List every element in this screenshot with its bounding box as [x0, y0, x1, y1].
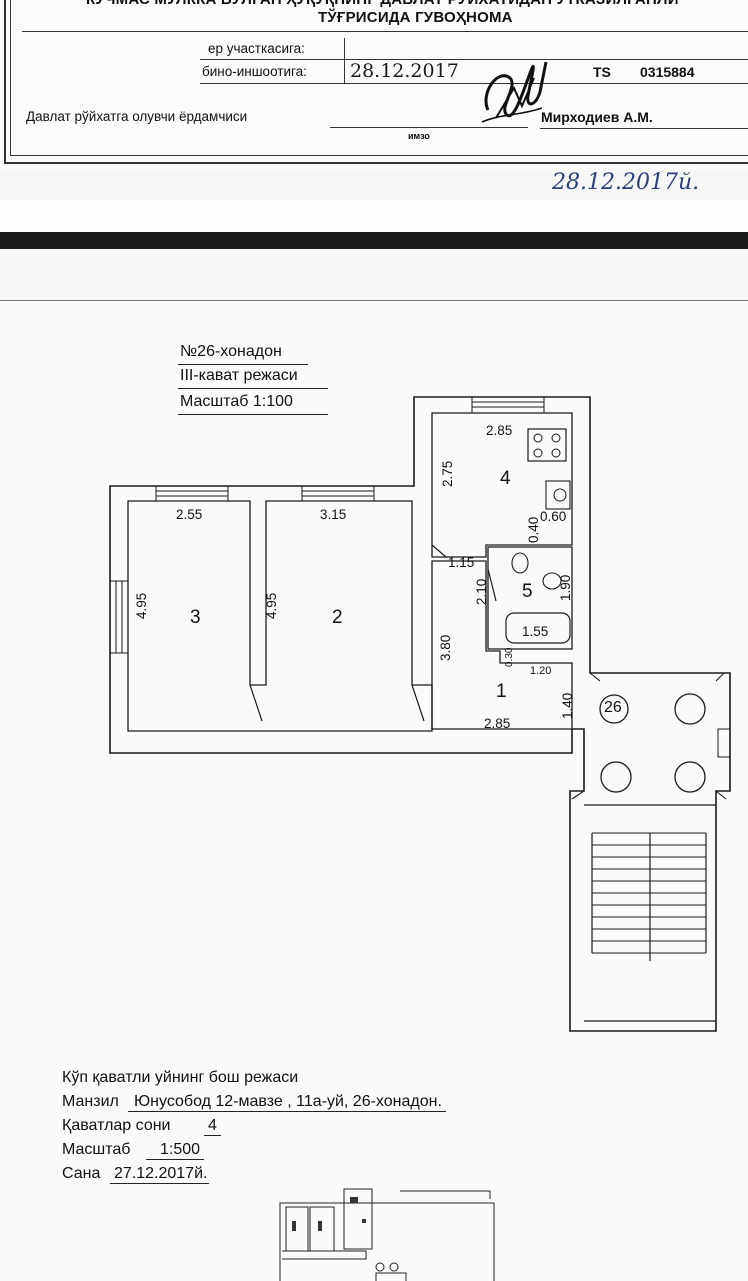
signer-rule — [540, 128, 748, 129]
dim-room3-length: 4.95 — [134, 592, 149, 619]
assistant-label: Давлат рўйхатга олувчи ёрдамчиси — [26, 109, 248, 124]
room-number-4: 4 — [500, 468, 511, 489]
floors-value: 4 — [204, 1117, 221, 1136]
address-value: Юнусобод 12-мавзе , 11а-уй, 26-хонадон. — [128, 1093, 446, 1112]
wash-basin — [511, 552, 529, 574]
signature-caption: имзо — [408, 131, 430, 141]
window-room-3 — [155, 485, 229, 502]
dim-room5-length-right: 1.90 — [558, 574, 573, 601]
dim-room2-length: 4.95 — [264, 592, 279, 619]
building-date-handwritten: 28.12.2017 — [350, 60, 459, 82]
stair-apartment-number: 26 — [604, 699, 622, 716]
window-room-2 — [301, 485, 375, 502]
apartment-label: №26-хонадон — [180, 343, 282, 360]
dim-room4-length: 2.75 — [440, 460, 455, 487]
window-side — [109, 580, 129, 654]
dim-room5-length-left: 2.10 — [474, 578, 489, 605]
stove — [527, 428, 567, 462]
address-label: Манзил — [62, 1093, 119, 1110]
floor-plan-section: №26-хонадон III-кават режаси Масштаб 1:1… — [0, 300, 748, 1281]
toilet — [542, 572, 562, 590]
certificate-frame — [4, 0, 748, 164]
dim-room5-bath: 1.55 — [522, 624, 549, 639]
page-gap — [0, 200, 748, 232]
certificate-header: КЎЧМАС МУЛККА БЎЛГАН ҲУҚУҚНИНГ ДАВЛАТ РЎ… — [0, 0, 748, 195]
dim-room3-width: 2.55 — [176, 507, 203, 522]
building-row-rule — [200, 83, 748, 84]
room-number-3: 3 — [190, 607, 201, 628]
certificate-title-bottom: ТЎҒРИСИДА ГУВОҲНОМА — [318, 9, 513, 26]
dim-room1-small-a: 0.30 — [504, 647, 515, 667]
room-number-5: 5 — [522, 581, 533, 602]
door-swings-2 — [431, 544, 497, 602]
handwritten-signature — [481, 61, 548, 123]
signer-name: Мирходиев А.М. — [541, 109, 653, 125]
dim-room4-sink: 0.60 — [540, 509, 567, 524]
certificate-title-top: КЎЧМАС МУЛККА БЎЛГАН ҲУҚУҚНИНГ ДАВЛАТ РЎ… — [86, 0, 679, 8]
stair-steps — [592, 832, 706, 954]
page-separator-band — [0, 232, 748, 249]
floor-label: III-кават режаси — [180, 367, 298, 384]
floor-plan-drawing — [109, 396, 731, 1032]
site-scale-value: 1:500 — [146, 1141, 205, 1160]
land-label: ер участкасига: — [208, 41, 305, 56]
inner-wall-rooms-2-3 — [127, 500, 433, 732]
room-number-1: 1 — [496, 681, 507, 702]
dim-room1-width: 2.85 — [484, 716, 511, 731]
dim-room4-niche: 0.40 — [526, 516, 541, 543]
kitchen-sink — [545, 480, 571, 510]
floor-label-rule — [178, 388, 328, 389]
stair-apartment-marker — [599, 694, 629, 724]
site-scale-label: Масштаб — [62, 1141, 131, 1158]
site-plan-title: Кўп қаватли уйнинг бош режаси — [62, 1069, 299, 1086]
site-plan-thumbnail — [279, 1188, 495, 1281]
dim-room2-width: 3.15 — [320, 507, 347, 522]
field-divider — [344, 38, 345, 84]
hall-wall — [431, 560, 573, 730]
certificate-frame-inner — [10, 0, 748, 156]
date-value: 27.12.2017й. — [110, 1165, 210, 1184]
door-swings — [249, 684, 425, 722]
kitchen-wall — [431, 412, 573, 558]
building-label: бино-иншоотига: — [202, 64, 307, 79]
certificate-number: 0315884 — [640, 64, 695, 80]
outer-wall — [109, 396, 731, 1032]
land-row-rule — [200, 59, 748, 60]
apartment-label-rule — [178, 364, 308, 365]
dim-room4-width: 2.85 — [486, 423, 513, 438]
bathroom-wall — [487, 546, 573, 650]
series-label: TS — [593, 64, 611, 80]
plan-scale-label: Масштаб 1:100 — [180, 393, 293, 410]
floors-label: Қаватлар сони — [62, 1117, 171, 1134]
title-rule — [22, 31, 748, 32]
dim-room1-small-b: 1.20 — [530, 665, 552, 677]
dim-room1-length: 3.80 — [438, 634, 453, 661]
date-handwritten: 28.12.2017й. — [552, 170, 700, 195]
window-room-4 — [471, 396, 545, 414]
bathtub — [505, 612, 571, 644]
room-number-2: 2 — [332, 607, 343, 628]
date-label: Сана — [62, 1165, 101, 1182]
dim-corridor-niche: 1.15 — [448, 555, 475, 570]
signature-rule — [330, 127, 528, 128]
dim-room1-entry: 1.40 — [560, 692, 575, 719]
plan-scale-rule — [178, 414, 328, 415]
